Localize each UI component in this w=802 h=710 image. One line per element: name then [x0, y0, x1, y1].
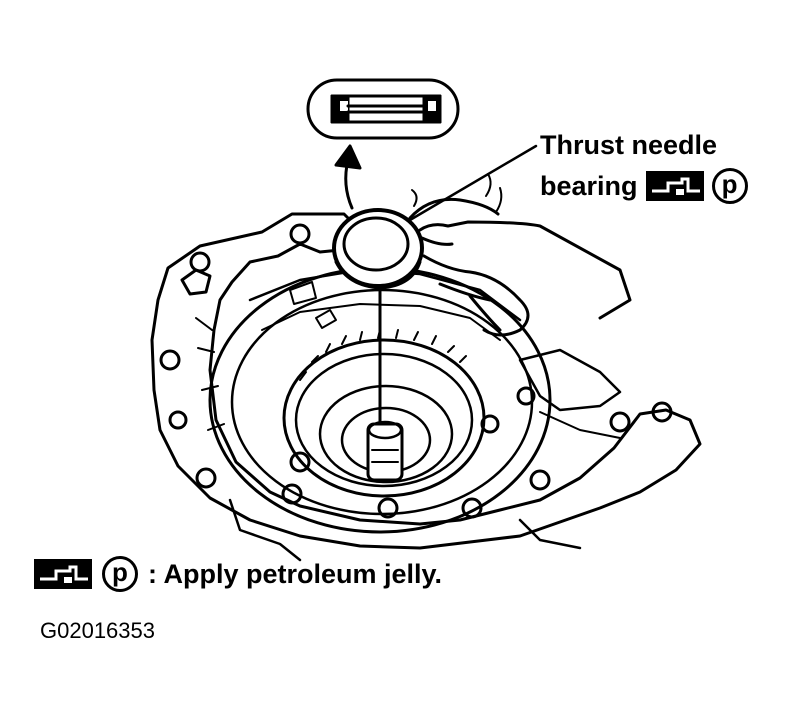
grease-gun-icon [34, 559, 92, 589]
callout-label-thrust-needle: Thrust needle [540, 130, 718, 160]
hand [408, 173, 632, 337]
figure-id: G02016353 [40, 618, 155, 643]
callout-leader-line [408, 144, 538, 222]
legend-text: : Apply petroleum jelly. [148, 558, 443, 589]
petroleum-jelly-circle-p-icon: p [102, 556, 138, 592]
transaxle-case [150, 212, 702, 562]
bearing-detail-inset [306, 78, 460, 140]
callout-label-bearing: bearing [540, 171, 638, 201]
thrust-needle-bearing [332, 208, 424, 290]
legend: p : Apply petroleum jelly. [34, 556, 442, 592]
petroleum-jelly-circle-p-icon: p [711, 168, 748, 204]
callout-label-bearing-row: bearing p [540, 168, 748, 204]
detail-arrow [334, 144, 362, 210]
grease-gun-icon [645, 171, 704, 201]
clutch-drum-assembly [208, 266, 552, 534]
